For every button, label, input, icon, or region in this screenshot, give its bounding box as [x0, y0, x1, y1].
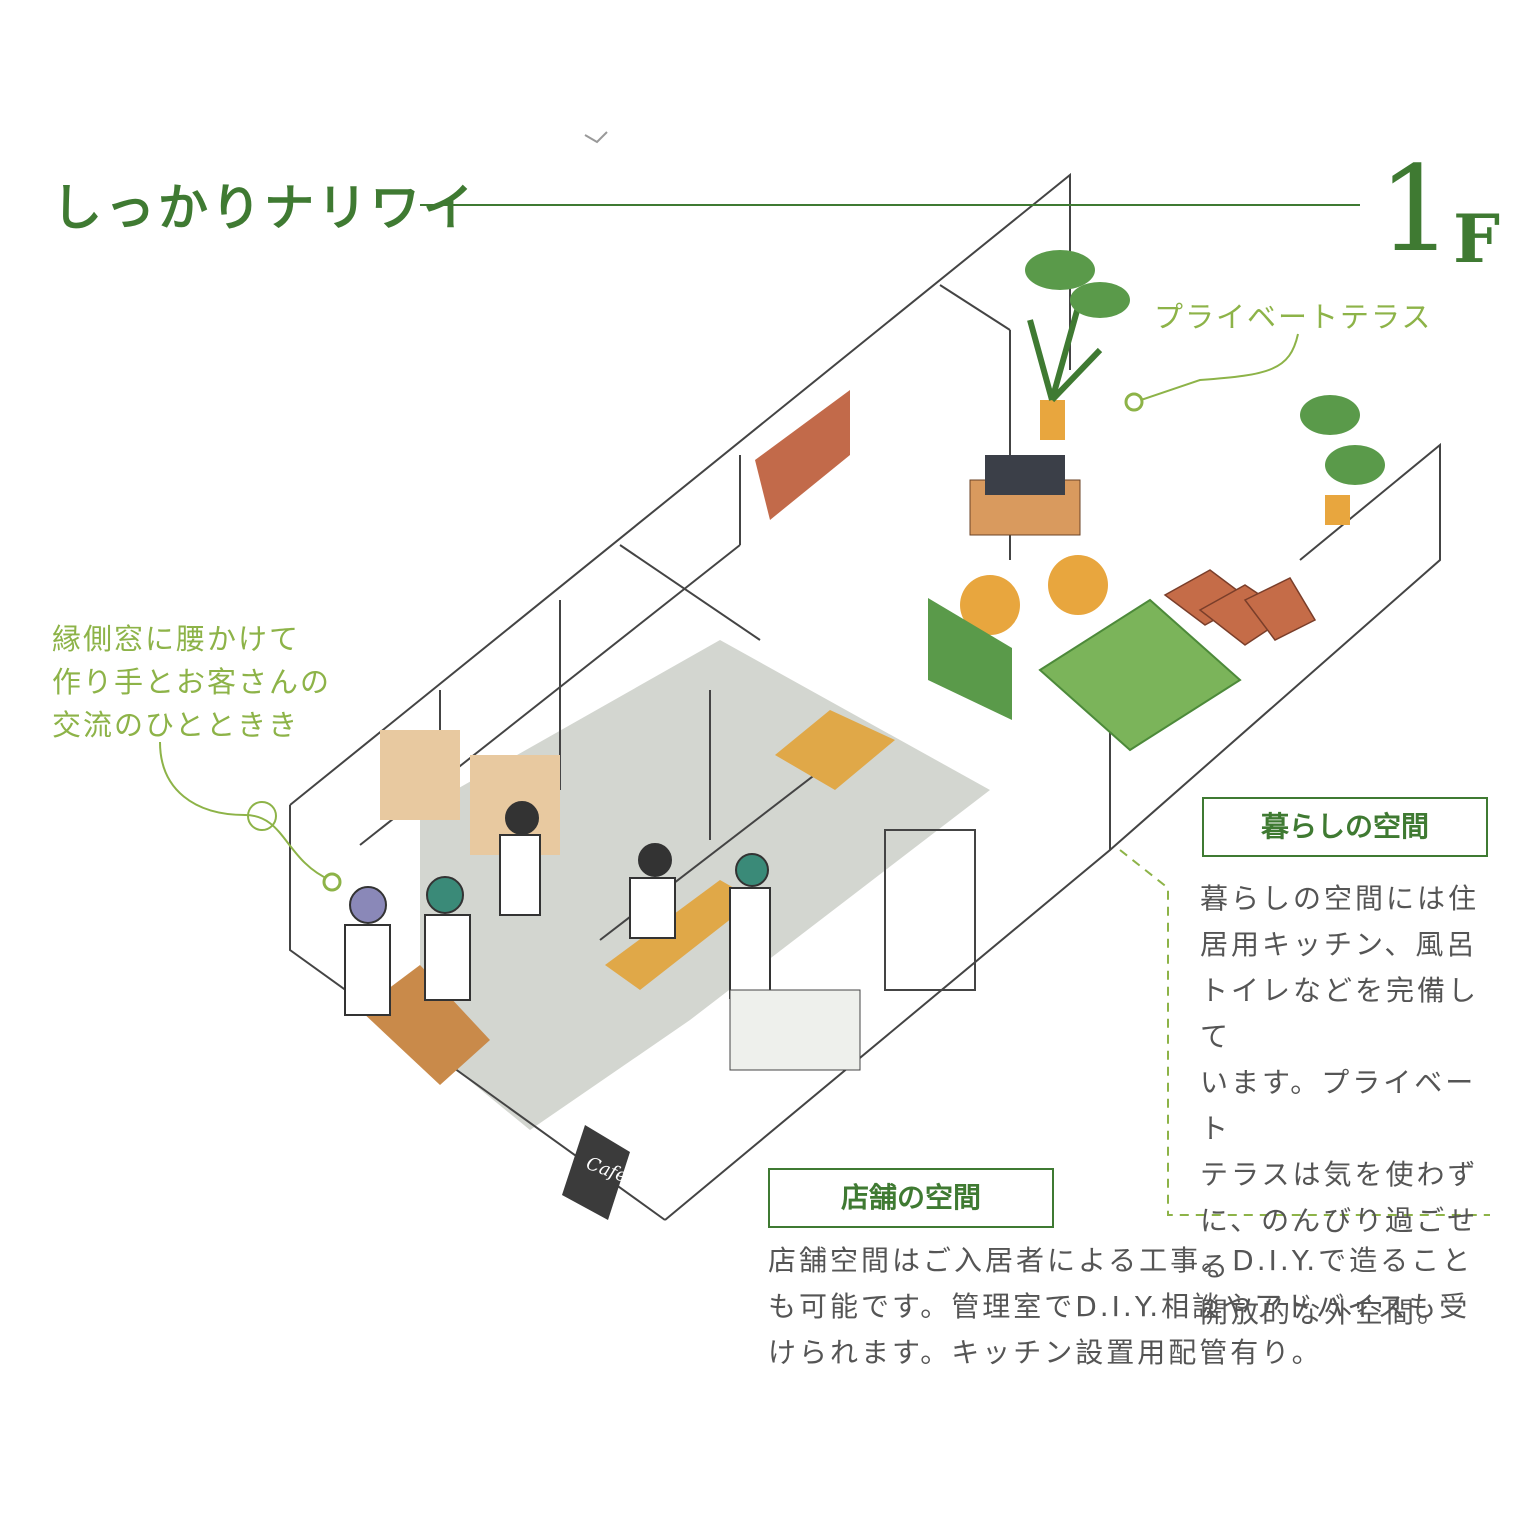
veranda-dot — [247, 801, 277, 831]
shop-space-description: 店舗空間はご入居者による工事。D.I.Y.で造ることも可能です。管理室でD.I.… — [768, 1244, 1474, 1369]
plant — [1025, 250, 1130, 440]
dining-table — [775, 710, 895, 790]
terrace-leader — [1134, 333, 1299, 403]
floor-cushion — [960, 575, 1020, 635]
floor-label: 1F — [1378, 140, 1500, 278]
cafe-table — [605, 880, 755, 990]
bed-blanket — [1038, 598, 1242, 752]
floor-number: 1 — [1378, 140, 1454, 278]
title-divider — [420, 204, 1360, 206]
person — [344, 801, 771, 1016]
living-space-heading: 暮らしの空間 — [1202, 797, 1488, 857]
bed-cushions — [1163, 569, 1317, 646]
living-space-description: 暮らしの空間には住 居用キッチン、風呂 トイレなどを完備して います。プライベー… — [1200, 882, 1480, 1329]
living-dashed-leader — [1119, 849, 1490, 1216]
terrace-callout: プライベートテラス — [1154, 300, 1433, 334]
veranda-leader — [159, 741, 331, 881]
kitchen-counter — [729, 989, 861, 1071]
bird-icon — [584, 131, 608, 144]
floor-letter: F — [1453, 200, 1500, 278]
veranda-callout: 縁側窓に腰かけて 作り手とお客さんの 交流のひとときき — [52, 622, 332, 742]
shop-space-heading: 店舗の空間 — [768, 1168, 1054, 1228]
noren-curtain — [928, 598, 1012, 720]
cafe-signboard: Cafe — [562, 1125, 630, 1220]
plant — [1300, 395, 1385, 525]
tv — [985, 455, 1065, 495]
floor-cushion — [1048, 555, 1108, 615]
goods-shelf — [380, 730, 460, 820]
wardrobe — [755, 390, 850, 520]
entry-mat — [360, 965, 490, 1085]
veranda-dot-end — [322, 872, 342, 892]
page-title: しっかりナリワイ — [52, 179, 476, 237]
terrace-dot — [1124, 392, 1144, 412]
